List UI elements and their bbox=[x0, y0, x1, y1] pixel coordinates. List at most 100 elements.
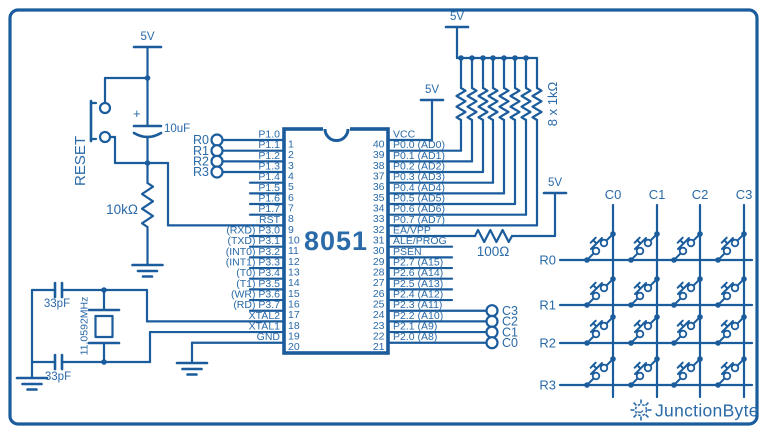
pin-number: 20 bbox=[288, 341, 300, 353]
generated-layer: 1P1.02P1.13P1.24P1.35P1.46P1.57P1.68P1.7… bbox=[145, 55, 748, 389]
pin-label: RST bbox=[259, 214, 281, 226]
pin-number: 29 bbox=[373, 256, 385, 268]
pin-label: P1.1 bbox=[258, 139, 280, 151]
pin-number: 31 bbox=[373, 235, 385, 247]
pin-number: 26 bbox=[373, 288, 385, 300]
pin-label: (WR) P3.6 bbox=[231, 289, 280, 301]
ea-resistor bbox=[473, 228, 514, 244]
pin-number: 9 bbox=[288, 224, 294, 236]
pin-label: P0.7 (AD7) bbox=[393, 214, 445, 226]
keypad-col-label: C2 bbox=[692, 187, 709, 202]
pin-label: P1.6 bbox=[258, 193, 280, 205]
pin-number: 36 bbox=[373, 181, 385, 193]
ic-notch bbox=[323, 128, 350, 142]
junction-dot bbox=[501, 55, 507, 61]
pin-label: VCC bbox=[393, 129, 416, 141]
pin-number: 10 bbox=[288, 235, 300, 247]
pin-number: 22 bbox=[373, 331, 385, 343]
keypad-switch bbox=[627, 275, 661, 309]
keypad-col-label: C1 bbox=[649, 187, 666, 202]
pullup-5v-label: 5V bbox=[450, 11, 464, 23]
pin-label: P2.5 (A13) bbox=[393, 278, 443, 290]
keypad-switch bbox=[714, 313, 748, 347]
keypad-row-label: R3 bbox=[539, 378, 556, 393]
keypad-switch bbox=[583, 355, 617, 389]
pin-number: 25 bbox=[373, 299, 385, 311]
pin-label: P1.0 bbox=[258, 129, 280, 141]
pin-number: 5 bbox=[288, 181, 294, 193]
capacitor-value: 10uF bbox=[164, 123, 190, 135]
oscillator-circuit: 11.0592MHz 33pF 33pF bbox=[15, 281, 152, 391]
pin-number: 32 bbox=[373, 224, 385, 236]
pin-number: 21 bbox=[373, 341, 385, 353]
pin-label: ALE/PROG bbox=[393, 235, 447, 247]
connector-circle bbox=[210, 154, 224, 168]
keypad-switch bbox=[627, 313, 661, 347]
pin-number: 23 bbox=[373, 320, 385, 332]
row-connectors: R0 R1 R2 R3 bbox=[193, 133, 224, 179]
reset-5v-label: 5V bbox=[140, 31, 154, 43]
col-connectors: C3 C2 C1 C0 bbox=[485, 304, 518, 350]
pin-label: P1.7 bbox=[258, 203, 280, 215]
pin-number: 16 bbox=[288, 299, 300, 311]
ea-resistor-circuit: 100Ω 5V bbox=[473, 177, 568, 259]
pin-number: 3 bbox=[288, 160, 294, 172]
connector-circle bbox=[210, 165, 224, 179]
connector-circle bbox=[485, 314, 499, 328]
page-border bbox=[8, 8, 759, 426]
crystal bbox=[87, 288, 121, 364]
pin-label: P1.5 bbox=[258, 182, 280, 194]
pin-label: (T0) P3.4 bbox=[236, 267, 280, 279]
pin-label: (INT1) P3.3 bbox=[226, 257, 280, 269]
connector-circle bbox=[485, 336, 499, 350]
pin-label: P0.5 (AD5) bbox=[393, 193, 445, 205]
pin-label: PSEN bbox=[393, 246, 422, 258]
col-connector-label: C1 bbox=[502, 325, 518, 339]
pin-label: P1.2 bbox=[258, 150, 280, 162]
pin-label: (RD) P3.7 bbox=[233, 299, 280, 311]
keypad-row-label: R1 bbox=[539, 298, 556, 313]
pin-label: P0.1 (AD1) bbox=[393, 150, 445, 162]
connector-circle bbox=[485, 325, 499, 339]
pin-label: (TXD) P3.1 bbox=[227, 235, 280, 247]
chip-icon bbox=[630, 399, 652, 421]
crystal-frequency: 11.0592MHz bbox=[79, 297, 91, 356]
pin-label: (T1) P3.5 bbox=[236, 278, 280, 290]
connector-circle bbox=[210, 144, 224, 158]
pin-label: (RXD) P3.0 bbox=[226, 225, 280, 237]
cap-bottom-value: 33pF bbox=[45, 371, 71, 383]
ic-body bbox=[282, 127, 390, 355]
pullup-resistor bbox=[455, 86, 467, 122]
pin-number: 18 bbox=[288, 320, 300, 332]
keypad-row-label: R2 bbox=[539, 336, 556, 351]
gnd-pin-ground bbox=[175, 341, 209, 376]
cap-top-value: 33pF bbox=[44, 298, 70, 310]
col-connector-label: C2 bbox=[502, 315, 518, 329]
pin-number: 1 bbox=[288, 139, 294, 151]
button-terminal bbox=[98, 130, 112, 144]
pullup-resistor bbox=[487, 86, 499, 122]
junction-dot bbox=[458, 55, 464, 61]
junction-dot bbox=[523, 55, 529, 61]
keypad-switch bbox=[583, 230, 617, 264]
pin-number: 7 bbox=[288, 203, 294, 215]
pin-number: 14 bbox=[288, 277, 300, 289]
pin-number: 27 bbox=[373, 277, 385, 289]
pin-label: XTAL2 bbox=[249, 310, 280, 322]
pin-number: 38 bbox=[373, 160, 385, 172]
col-connector-label: C3 bbox=[502, 304, 518, 318]
pin-number: 33 bbox=[373, 213, 385, 225]
button-terminal bbox=[98, 101, 112, 115]
keypad-switch bbox=[670, 313, 704, 347]
pin-label: P0.4 (AD4) bbox=[393, 182, 445, 194]
pin-number: 12 bbox=[288, 256, 300, 268]
logo-text: JunctionByte bbox=[655, 401, 759, 421]
junction-dot bbox=[480, 55, 486, 61]
connector-circle bbox=[210, 133, 224, 147]
pullup-resistor bbox=[466, 86, 478, 122]
ea-resistor-value: 100Ω bbox=[477, 244, 510, 259]
pin-number: 40 bbox=[373, 139, 385, 151]
pin-number: 8 bbox=[288, 213, 294, 225]
pin-label: P2.1 (A9) bbox=[393, 321, 437, 333]
